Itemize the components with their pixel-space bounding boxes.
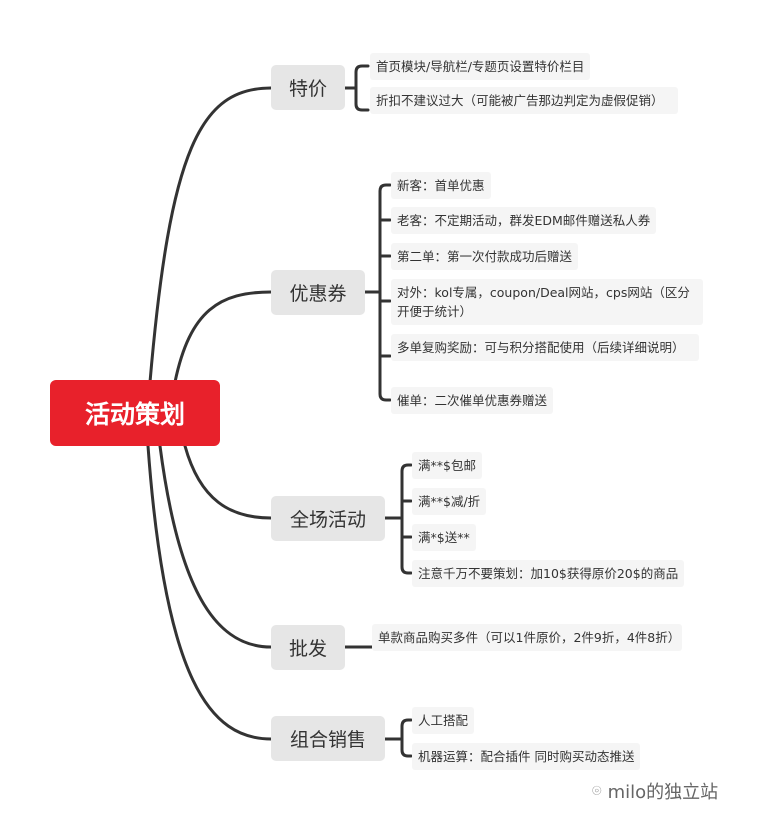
leaf[interactable]: 单款商品购买多件（可以1件原价，2件9折，4件8折）	[372, 624, 682, 651]
root-node[interactable]: 活动策划	[50, 380, 220, 446]
leaf[interactable]: 第二单：第一次付款成功后赠送	[391, 243, 579, 270]
leaf[interactable]: 机器运算：配合插件 同时购买动态推送	[412, 743, 641, 770]
leaf[interactable]: 对外：kol专属，coupon/Deal网站，cps网站（区分开便于统计）	[391, 279, 703, 325]
leaf[interactable]: 人工搭配	[412, 707, 475, 734]
leaf[interactable]: 注意千万不要策划：加10$获得原价20$的商品	[412, 560, 685, 587]
branch-sitewide[interactable]: 全场活动	[271, 496, 385, 541]
leaf[interactable]: 满**$包邮	[412, 452, 482, 479]
leaf[interactable]: 折扣不建议过大（可能被广告那边判定为虚假促销）	[370, 87, 678, 114]
leaf[interactable]: 新客：首单优惠	[391, 172, 491, 199]
leaf[interactable]: 老客：不定期活动，群发EDM邮件赠送私人券	[391, 207, 657, 234]
leaf[interactable]: 催单：二次催单优惠券赠送	[391, 387, 554, 414]
branch-special-price[interactable]: 特价	[271, 65, 345, 110]
watermark-text: milo的独立站	[607, 782, 719, 803]
branch-coupon[interactable]: 优惠券	[271, 270, 365, 315]
leaf[interactable]: 满*$送**	[412, 524, 476, 551]
leaf[interactable]: 满**$减/折	[412, 488, 487, 515]
leaf[interactable]: 多单复购奖励：可与积分搭配使用（后续详细说明）	[391, 334, 699, 361]
leaf[interactable]: 首页模块/导航栏/专题页设置特价栏目	[370, 53, 591, 80]
branch-wholesale[interactable]: 批发	[271, 625, 345, 670]
branch-bundle[interactable]: 组合销售	[271, 716, 385, 761]
wechat-icon: ⌾	[592, 781, 602, 800]
watermark: ⌾ milo的独立站	[592, 778, 718, 804]
